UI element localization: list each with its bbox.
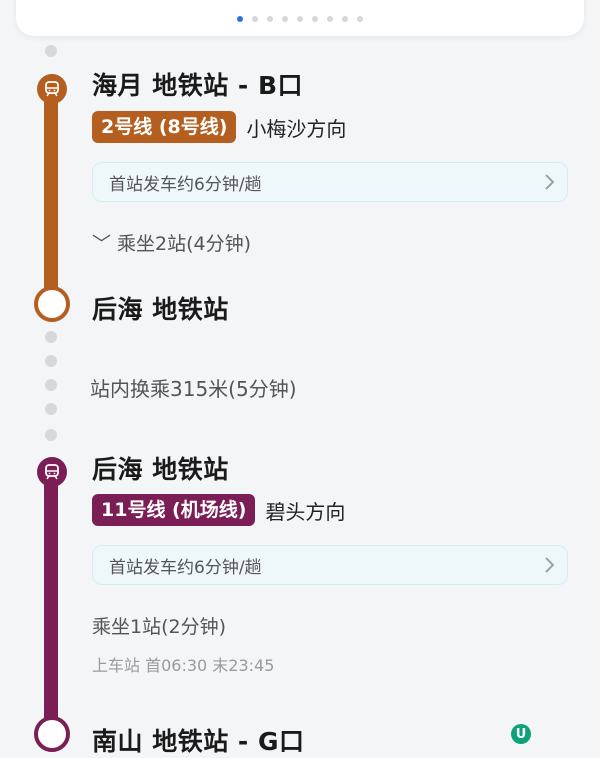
line-info-row: 11号线 (机场线) 碧头方向 [92, 494, 345, 526]
line-2-route-bar [44, 88, 58, 298]
walk-dot [45, 403, 57, 415]
station-name-destination: 南山 地铁站 - G口 [92, 727, 305, 756]
station-name-transfer: 后海 地铁站 [92, 295, 229, 324]
first-last-train-times: 上车站 首06:30 末23:45 [92, 656, 275, 675]
line-info-row: 2号线 (8号线) 小梅沙方向 [92, 111, 346, 143]
pager-dot[interactable] [312, 16, 318, 22]
line-badge[interactable]: 11号线 (机场线) [92, 494, 256, 526]
walk-dot [45, 379, 57, 391]
pager-dot[interactable] [327, 16, 333, 22]
station-marker-ring [34, 286, 70, 322]
ride-stops-info[interactable]: 乘坐1站(2分钟) [92, 616, 227, 638]
ride-stops-toggle[interactable]: ﹀ 乘坐2站(4分钟) [92, 233, 252, 255]
walk-dot [45, 355, 57, 367]
pager-dot[interactable] [252, 16, 258, 22]
frequency-label: 首站发车约6分钟/趟 [109, 174, 262, 195]
route-summary-card[interactable] [16, 0, 584, 36]
direction-label: 碧头方向 [265, 499, 346, 524]
frequency-label: 首站发车约6分钟/趟 [109, 557, 262, 578]
metro-train-icon [37, 457, 67, 487]
station-name-board: 后海 地铁站 [92, 455, 229, 484]
direction-label: 小梅沙方向 [246, 116, 347, 141]
walk-dot [45, 331, 57, 343]
frequency-button[interactable]: 首站发车约6分钟/趟 [92, 545, 568, 585]
station-marker-ring [34, 716, 70, 752]
pager-dot[interactable] [297, 16, 303, 22]
pager-dot[interactable] [282, 16, 288, 22]
pager-dot[interactable] [267, 16, 273, 22]
walk-dot [45, 45, 57, 57]
pager-dot-active[interactable] [237, 16, 243, 22]
transfer-walk-info: 站内换乘315米(5分钟) [90, 377, 297, 401]
pager-dots[interactable] [16, 16, 584, 22]
pager-dot[interactable] [357, 16, 363, 22]
chevron-right-icon [545, 174, 555, 190]
pager-dot[interactable] [342, 16, 348, 22]
chevron-right-icon [545, 557, 555, 573]
station-name-origin: 海月 地铁站 - B口 [92, 71, 304, 100]
frequency-button[interactable]: 首站发车约6分钟/趟 [92, 162, 568, 202]
line-11-route-bar [44, 470, 58, 732]
brand-logo-icon[interactable]: U [511, 724, 531, 744]
line-badge[interactable]: 2号线 (8号线) [92, 111, 237, 143]
metro-train-icon [37, 74, 67, 104]
walk-dot [45, 429, 57, 441]
